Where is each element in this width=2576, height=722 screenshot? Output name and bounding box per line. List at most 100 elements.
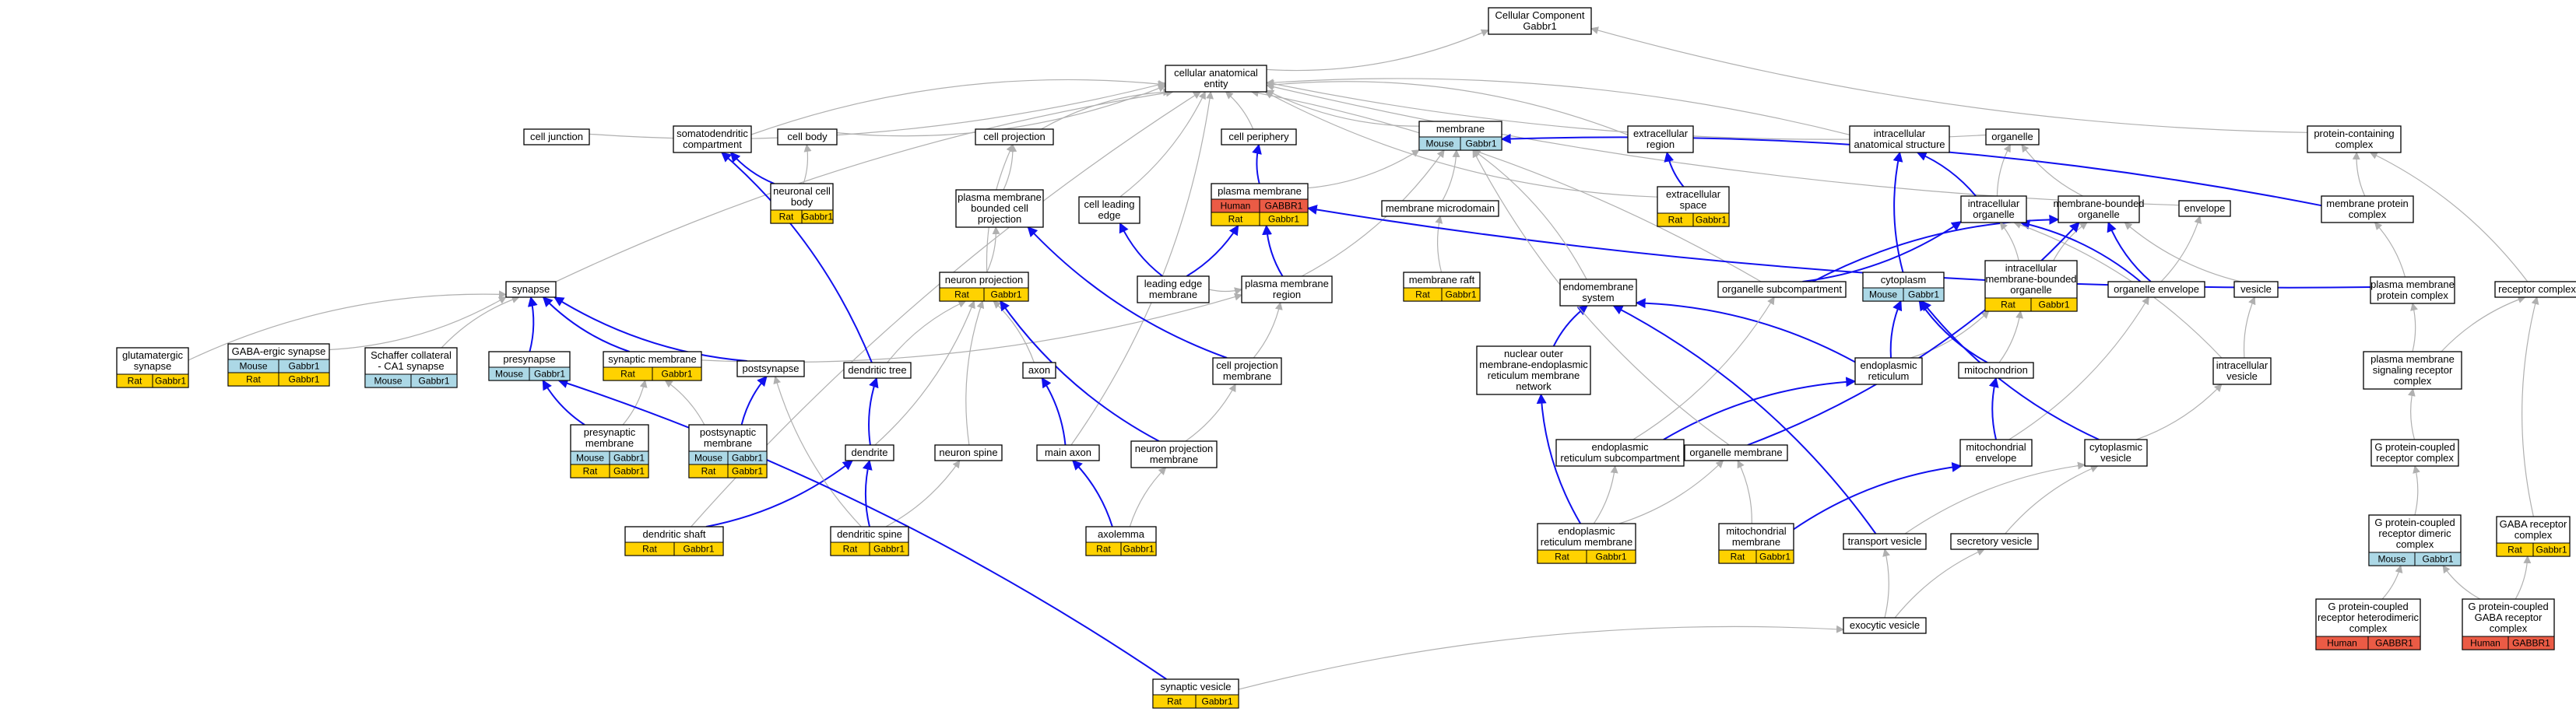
node-nuclearouter[interactable]: nuclear outermembrane-endoplasmicreticul… bbox=[1476, 345, 1591, 395]
edge-ermembrane-to-ersubcompartment bbox=[1593, 465, 1618, 524]
node-dendrite[interactable]: dendrite bbox=[845, 444, 894, 461]
node-neuronspine[interactable]: neuron spine bbox=[934, 444, 1003, 461]
node-secretoryvesicle[interactable]: secretory vesicle bbox=[1950, 533, 2039, 550]
node-axon[interactable]: axon bbox=[1022, 362, 1056, 379]
node-label: membrane bbox=[1732, 536, 1780, 548]
node-organelleenvelope[interactable]: organelle envelope bbox=[2107, 281, 2205, 298]
node-label: neuron spine bbox=[939, 447, 997, 458]
species-label: Mouse bbox=[239, 361, 267, 372]
node-receptorcomplex[interactable]: receptor complex bbox=[2494, 281, 2576, 298]
edge-postsynapticmembrane-to-synapticmembrane bbox=[664, 380, 705, 426]
node-box bbox=[955, 189, 1044, 228]
node-celljunction[interactable]: cell junction bbox=[523, 128, 590, 145]
node-label: network bbox=[1516, 380, 1552, 392]
node-organellemembrane[interactable]: organelle membrane bbox=[1684, 444, 1788, 461]
node-synapse[interactable]: synapse bbox=[505, 281, 557, 298]
node-label: G protein-coupled bbox=[2374, 441, 2455, 453]
node-label: main axon bbox=[1045, 447, 1091, 458]
edge-cellprojectionmembrane-to-pmregion bbox=[1253, 302, 1283, 359]
node-envelope[interactable]: envelope bbox=[2178, 200, 2231, 217]
node-cellprojection[interactable]: cell projection bbox=[975, 128, 1054, 145]
node-vesicle[interactable]: vesicle bbox=[2233, 281, 2279, 298]
node-box bbox=[2178, 200, 2231, 217]
node-label: membrane bbox=[585, 437, 634, 449]
node-mainaxon[interactable]: main axon bbox=[1036, 444, 1100, 461]
node-organelle[interactable]: organelle bbox=[1985, 128, 2040, 145]
node-mitochondrion[interactable]: mitochondrion bbox=[1958, 362, 2034, 379]
edge-neuronprojectionmembrane-to-neuronprojection bbox=[1000, 300, 1160, 442]
node-label: Schaffer collateral bbox=[371, 349, 452, 361]
node-cellperiphery[interactable]: cell periphery bbox=[1221, 128, 1297, 145]
node-transportvesicle[interactable]: transport vesicle bbox=[1843, 533, 1927, 550]
edge-axon-to-neuronprojection bbox=[993, 300, 1035, 363]
gene-label: Gabbr1 bbox=[2038, 300, 2069, 310]
node-membranemicrodomain[interactable]: membrane microdomain bbox=[1381, 200, 1499, 217]
node-label: protein complex bbox=[2377, 289, 2448, 301]
node-label: organelle membrane bbox=[1689, 447, 1782, 458]
node-label: complex bbox=[2349, 622, 2388, 634]
node-postsynapse[interactable]: postsynapse bbox=[736, 360, 805, 377]
gene-label: Gabbr1 bbox=[418, 376, 449, 387]
node-icmbo[interactable]: intracellularmembrane-boundedorganelleRa… bbox=[1984, 260, 2078, 312]
gene-badge bbox=[609, 464, 649, 478]
node-cellbody[interactable]: cell body bbox=[777, 128, 838, 145]
edge-dendrite-to-dendritictree bbox=[868, 377, 879, 446]
edge-dendritictree-to-neuronprojection bbox=[887, 300, 967, 363]
node-label: - CA1 synapse bbox=[378, 360, 444, 372]
species-label: Human bbox=[1221, 201, 1251, 212]
node-organellesubcompartment[interactable]: organelle subcompartment bbox=[1717, 281, 1847, 298]
node-label: mitochondrion bbox=[1964, 364, 2028, 376]
node-dendritictree[interactable]: dendritic tree bbox=[843, 362, 912, 379]
node-exocyticvesicle[interactable]: exocytic vesicle bbox=[1843, 617, 1927, 634]
species-label: Rat bbox=[779, 212, 794, 223]
